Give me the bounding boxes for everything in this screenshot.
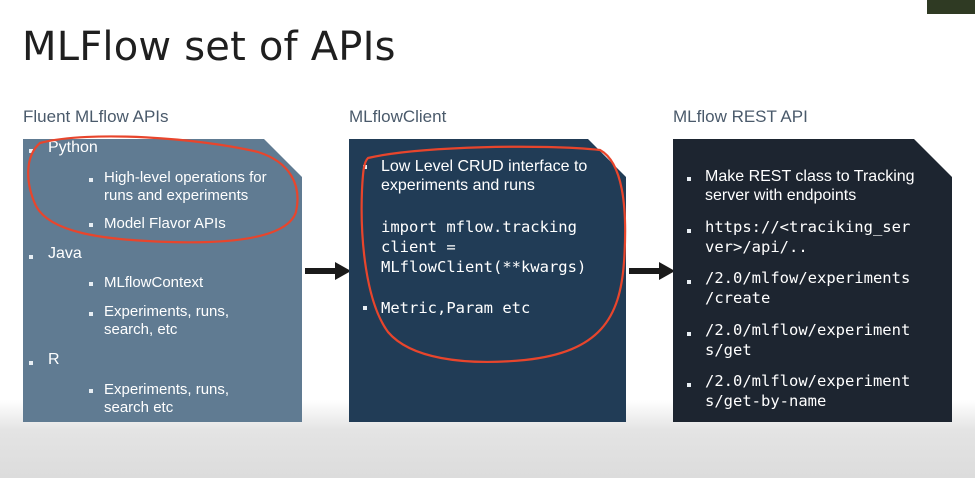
endpoint-create-1: /2.0/mlfow/experiments bbox=[705, 269, 911, 287]
bullet-icon bbox=[29, 149, 33, 153]
bullet-icon bbox=[363, 165, 367, 169]
item-high-level-ops: High-level operations for runs and exper… bbox=[104, 169, 267, 204]
panel-mlflowclient: Low Level CRUD interface to experiments … bbox=[349, 139, 626, 422]
bullet-icon bbox=[29, 361, 33, 365]
item-java-experiments: Experiments, runs, search, etc bbox=[104, 303, 230, 338]
item-java: Java bbox=[48, 245, 82, 262]
bullet-icon bbox=[687, 332, 691, 336]
panel-fluent-apis: Python High-level operations for runs an… bbox=[23, 139, 302, 422]
bullet-icon bbox=[687, 280, 691, 284]
bullet-icon bbox=[687, 177, 691, 181]
item-r-experiments: Experiments, runs, search etc bbox=[104, 381, 230, 416]
endpoint-get-by-name-1: /2.0/mlflow/experiment bbox=[705, 372, 911, 390]
item-python: Python bbox=[48, 139, 98, 156]
endpoint-get-by-name-2: s/get-by-name bbox=[705, 392, 827, 410]
client-description: Low Level CRUD interface to experiments … bbox=[381, 158, 588, 194]
endpoint-get-2: s/get bbox=[705, 341, 752, 359]
code-mlflowclient-call: MLflowClient(**kwargs) bbox=[381, 258, 587, 276]
bullet-icon bbox=[89, 223, 93, 227]
endpoint-get-1: /2.0/mlflow/experiment bbox=[705, 321, 911, 339]
bullet-icon bbox=[89, 282, 93, 286]
item-metric-param: Metric,Param etc bbox=[381, 299, 531, 317]
bullet-icon bbox=[687, 229, 691, 233]
heading-rest-api: MLflow REST API bbox=[673, 107, 808, 126]
panel-rest-api: Make REST class to Tracking server with … bbox=[673, 139, 952, 422]
arrow-right-icon bbox=[305, 262, 351, 280]
heading-fluent-apis: Fluent MLflow APIs bbox=[23, 107, 169, 126]
endpoint-api-base-1: https://<traciking_ser bbox=[705, 218, 911, 236]
slide-title: MLFlow set of APIs bbox=[22, 24, 396, 70]
endpoint-create-2: /create bbox=[705, 289, 771, 307]
corner-tag bbox=[927, 0, 975, 14]
bullet-icon bbox=[89, 178, 93, 182]
item-model-flavor-apis: Model Flavor APIs bbox=[104, 215, 226, 232]
bullet-icon bbox=[89, 389, 93, 393]
bullet-icon bbox=[687, 383, 691, 387]
rest-description: Make REST class to Tracking server with … bbox=[705, 168, 915, 204]
bullet-icon bbox=[363, 306, 367, 310]
bullet-icon bbox=[89, 312, 93, 316]
arrow-right-icon bbox=[629, 262, 675, 280]
endpoint-api-base-2: ver>/api/.. bbox=[705, 238, 808, 256]
item-mlflowcontext: MLflowContext bbox=[104, 274, 204, 291]
code-import: import mflow.tracking bbox=[381, 218, 577, 236]
item-r: R bbox=[48, 351, 60, 368]
code-client-assign: client = bbox=[381, 238, 456, 256]
heading-mlflowclient: MLflowClient bbox=[349, 107, 447, 126]
bullet-icon bbox=[29, 255, 33, 259]
